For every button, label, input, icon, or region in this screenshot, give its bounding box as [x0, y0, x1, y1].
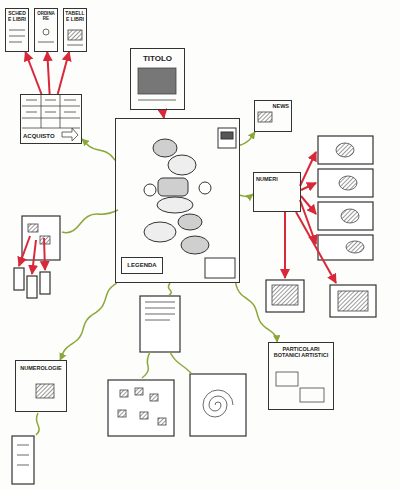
page-box: SCHEDE LIBRI	[5, 8, 29, 52]
page-box: ACQUISTO	[20, 94, 82, 144]
page-label: ACQUISTO	[23, 133, 59, 140]
page-box: NUMEROLOGIE	[15, 360, 67, 412]
page-label: LEGENDA	[121, 257, 163, 274]
wavy-link	[60, 283, 117, 360]
red-arrow	[47, 52, 49, 94]
red-arrow	[163, 110, 164, 118]
wavy-link	[240, 194, 253, 196]
page-label: TITOLO	[133, 55, 182, 64]
page-label: NUMEROLOGIE	[17, 365, 65, 371]
wavy-link	[82, 139, 115, 160]
page-label: PARTICOLARI BOTANICI ARTISTICI	[272, 346, 330, 358]
page-box: NUMERI	[253, 172, 301, 212]
page-content	[28, 143, 368, 425]
central-illustration	[144, 128, 236, 278]
page-boxes	[12, 136, 376, 484]
page-box: TITOLO	[130, 48, 185, 110]
page-box: PARTICOLARI BOTANICI ARTISTICI	[268, 342, 334, 410]
page-label: TABELLE LIBRI	[65, 11, 85, 22]
green-links	[36, 210, 192, 435]
red-arrows	[19, 152, 336, 283]
page-box: TABELLE LIBRI	[63, 8, 87, 52]
page-label: NUMERI	[256, 176, 298, 182]
page-box: LEGENDA	[115, 118, 240, 283]
page-label: SCHEDE LIBRI	[7, 11, 27, 22]
wavy-link	[236, 283, 278, 342]
page-content	[17, 112, 324, 465]
page-label: ORDINARE	[36, 12, 56, 22]
page-box: ORDINARE	[34, 8, 58, 52]
wavy-link	[240, 132, 255, 145]
page-box: NEWS	[254, 100, 292, 132]
page-label: NEWS	[257, 103, 289, 109]
red-arrow	[58, 52, 69, 94]
red-arrow	[25, 52, 41, 94]
